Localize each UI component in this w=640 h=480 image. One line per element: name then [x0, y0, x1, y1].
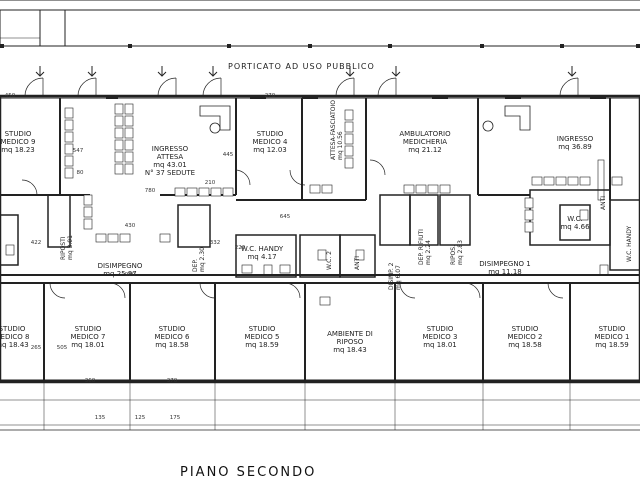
plan-title: PIANO SECONDO: [180, 465, 317, 480]
room-area: mq 18.43: [333, 346, 367, 354]
room-area: mq 4.66: [560, 223, 590, 231]
room-area: mq 3.01: [67, 235, 74, 260]
room-area: mq 36.89: [558, 143, 592, 151]
room-area: mq 2.30: [199, 247, 206, 272]
dimension-label: 980: [124, 272, 136, 278]
room-extra: N° 37 SEDUTE: [144, 169, 196, 177]
room-area: mq 18.58: [155, 341, 189, 349]
dimension-label: 505: [56, 345, 68, 351]
room-name: DEP.: [192, 258, 199, 272]
room-label-wc-sm: W.C.mq 4.66: [560, 215, 589, 231]
room-area: mq 12.03: [253, 146, 287, 154]
room-area: mq 43.01: [153, 161, 187, 169]
dimension-label: 270: [264, 93, 276, 99]
room-name: STUDIO MEDICO 3: [422, 325, 458, 341]
room-name: STUDIO MEDICO 1: [594, 325, 630, 341]
room-name: RIPOSTI: [60, 236, 67, 260]
portico-label: PORTICATO AD USO PUBBLICO: [228, 62, 375, 71]
room-area: mq 18.58: [508, 341, 542, 349]
room-name: W.C.: [567, 215, 583, 223]
room-area: mq 18.59: [245, 341, 279, 349]
dimension-label: 265: [30, 345, 42, 351]
room-name: STUDIO MEDICO 8: [0, 325, 30, 341]
dimension-label: 210: [204, 180, 216, 186]
room-area: mq 2.83: [457, 240, 464, 265]
room-name: STUDIO MEDICO 2: [507, 325, 543, 341]
room-name: RIPOS.: [450, 245, 457, 265]
room-area: mq 18.23: [1, 146, 35, 154]
room-name: W.C. HANDY: [240, 245, 284, 253]
room-name: DISIMPEGNO 1: [479, 260, 531, 268]
fixture-label: W.C. HANDY: [626, 225, 633, 262]
dimension-label: 226: [234, 245, 246, 251]
room-name: STUDIO MEDICO 7: [70, 325, 106, 341]
dimension-label: 370: [166, 378, 178, 384]
dimension-label: 450: [4, 93, 16, 99]
room-area: mq 6.07: [395, 265, 402, 290]
room-area: mq 18.01: [71, 341, 105, 349]
room-label-ripos: RIPOS.mq 2.83: [450, 240, 464, 265]
room-area: mq 18.59: [595, 341, 629, 349]
room-area: mq 11.18: [488, 268, 522, 276]
room-area: mq 18.43: [0, 341, 29, 349]
room-label-dep: DEP.mq 2.30: [192, 247, 206, 272]
room-name: STUDIO MEDICO 4: [252, 130, 288, 146]
dimension-label: 430: [124, 223, 136, 229]
room-name: DISIMP. 2: [388, 262, 395, 290]
fixture-label: ANTI: [354, 255, 361, 270]
dimension-label: 780: [144, 188, 156, 194]
dimension-label: 547: [72, 148, 84, 154]
room-area: mq 18.01: [423, 341, 457, 349]
room-name: DEP. RIFIUTI: [418, 229, 425, 265]
dimension-label: 445: [222, 152, 234, 158]
room-name: ATTESA-FASCIATOIO: [330, 99, 337, 160]
room-name: INGRESSO: [556, 135, 594, 143]
dimension-label: 360: [84, 378, 96, 384]
dimension-label: 175: [169, 415, 181, 421]
dimension-label: 645: [279, 214, 291, 220]
fixture-label: W.C. 2: [326, 251, 333, 270]
room-area: mq 21.12: [408, 146, 442, 154]
dimension-label: 125: [134, 415, 146, 421]
room-area: mq 4.17: [247, 253, 277, 261]
room-name: AMBULATORIO MEDICHERIA: [399, 130, 451, 146]
dimension-label: 80: [76, 170, 84, 176]
room-name: STUDIO MEDICO 9: [0, 130, 36, 146]
room-name: AMBIENTE DI RIPOSO: [327, 330, 373, 346]
room-name: DISIMPEGNO: [97, 262, 143, 270]
room-name: INGRESSO ATTESA: [151, 145, 189, 161]
room-name: STUDIO MEDICO 6: [154, 325, 190, 341]
room-area: mq 10.56: [337, 131, 344, 160]
room-label-studio8: STUDIO MEDICO 8mq 18.43: [0, 325, 30, 349]
room-name: STUDIO MEDICO 5: [244, 325, 280, 341]
dimension-label: 332: [209, 240, 221, 246]
room-area: mq 25.97: [103, 270, 137, 278]
dimension-label: 135: [94, 415, 106, 421]
dimension-label: 422: [30, 240, 42, 246]
room-area: mq 2.24: [425, 240, 432, 265]
fixture-label: ANTI: [600, 195, 607, 210]
